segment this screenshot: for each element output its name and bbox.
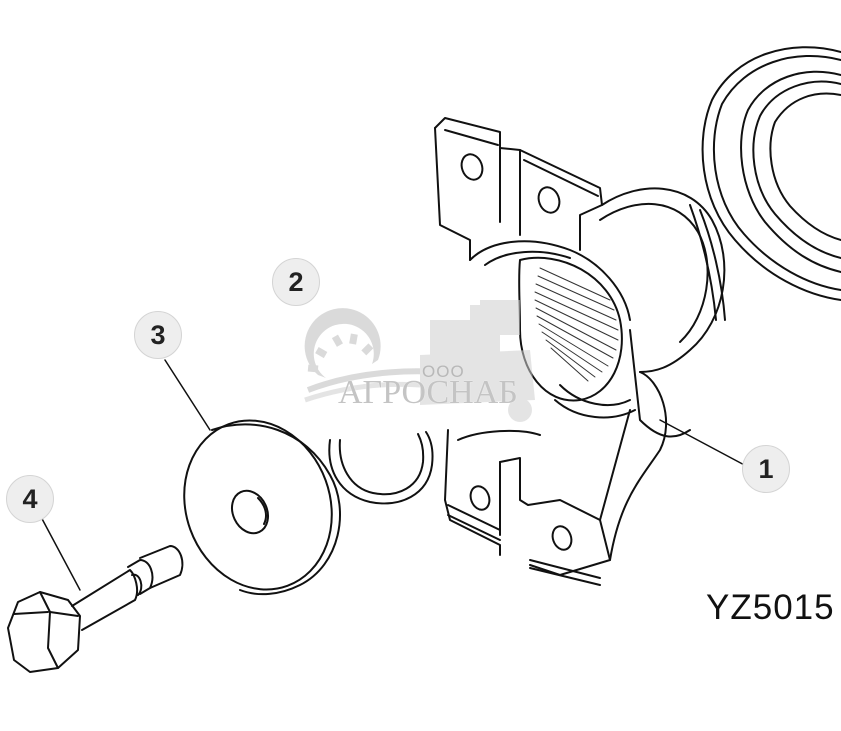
gear-icon: [304, 308, 381, 378]
combine-harvester-icon: [420, 300, 535, 422]
watermark-logo: [304, 300, 535, 422]
callout-2: 2: [272, 258, 320, 306]
o-ring-drawing: [328, 431, 434, 505]
bolt-drawing: [7, 545, 184, 673]
yoke-drawing: [434, 117, 726, 586]
callout-3: 3: [134, 311, 182, 359]
washer-drawing: [183, 419, 341, 596]
figure-code: YZ5015: [706, 588, 835, 627]
watermark-prefix: ООО: [422, 362, 465, 381]
seal-drawing: [689, 46, 841, 321]
callout-1: 1: [742, 445, 790, 493]
callout-4: 4: [6, 475, 54, 523]
watermark-name: АГРОСНАБ: [338, 374, 518, 411]
